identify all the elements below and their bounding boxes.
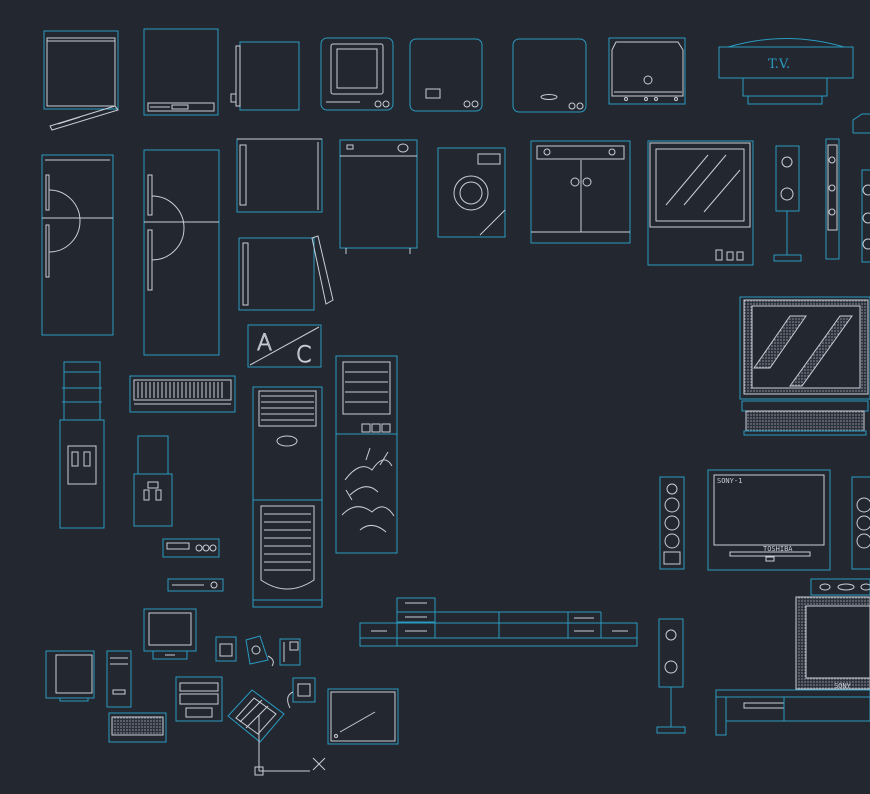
lcd-monitor-icon xyxy=(143,608,197,660)
projection-tv-icon xyxy=(647,140,754,266)
crt-tv-2-icon xyxy=(512,38,587,113)
fridge-side-open-icon xyxy=(238,235,334,311)
tower-speaker-icon xyxy=(825,138,840,260)
sony-label: SONY xyxy=(834,682,852,690)
audio-deck-2-icon xyxy=(167,578,224,592)
fridge-open-icon xyxy=(43,30,119,131)
tv-sign-label: T.V. xyxy=(768,57,790,72)
fax-machine-icon xyxy=(175,676,223,722)
water-cooler-tall-icon xyxy=(59,361,105,529)
tower-speaker-3-icon xyxy=(851,476,870,570)
crt-monitor-front-icon xyxy=(320,37,394,111)
picture-frame-icon xyxy=(327,688,399,745)
ac-sign-icon: A C xyxy=(247,324,322,369)
tv-brand-small-label: SONY-1 xyxy=(717,477,742,485)
audio-deck-1-icon xyxy=(162,538,220,558)
fridge-double-2-icon xyxy=(143,149,220,356)
telephone-2-icon xyxy=(245,635,274,667)
keyboard-icon xyxy=(108,712,167,743)
copier-tilted-icon xyxy=(227,689,285,743)
telephone-4-icon xyxy=(287,677,316,709)
tv-monitor-icon xyxy=(608,37,686,105)
ucs-axis-icon xyxy=(254,715,310,776)
toshiba-label: TOSHIBA xyxy=(763,545,793,553)
speaker-stand-icon xyxy=(773,145,802,262)
standing-ac-1-icon xyxy=(252,386,323,608)
fridge-side-icon xyxy=(236,138,323,213)
cabinet-small-icon xyxy=(230,41,300,111)
stove-cabinet-icon xyxy=(530,140,631,244)
x-cross-icon[interactable] xyxy=(312,757,326,771)
speaker-stand-2-icon xyxy=(656,618,686,734)
water-dispenser-small-icon xyxy=(133,435,173,527)
tv-sign-icon: T.V. xyxy=(718,38,854,105)
fridge-double-icon xyxy=(41,154,114,336)
tv-sony-stand-icon: SONY xyxy=(715,578,870,736)
telephone-1-icon xyxy=(215,636,237,662)
tower-speaker-2-icon xyxy=(659,476,685,570)
partial-item-edge xyxy=(852,113,870,134)
standing-ac-2-icon xyxy=(335,355,398,554)
crt-tv-icon xyxy=(409,38,483,112)
telephone-3-icon xyxy=(279,638,301,666)
microwave-front-icon xyxy=(143,28,219,116)
washing-machine-icon xyxy=(437,147,506,238)
dishwasher-icon xyxy=(339,139,418,254)
radiator-heater-icon xyxy=(129,375,236,413)
flat-tv-stippled-icon xyxy=(739,296,870,436)
crt-computer-monitor-icon xyxy=(45,650,95,702)
pc-tower-icon xyxy=(106,650,132,708)
partial-speaker xyxy=(861,169,870,263)
ac-label-c: C xyxy=(296,343,311,368)
tv-toshiba-icon: SONY-1 TOSHIBA xyxy=(707,469,831,571)
ac-label-a: A xyxy=(257,331,272,356)
tv-cabinet-icon xyxy=(359,597,638,647)
